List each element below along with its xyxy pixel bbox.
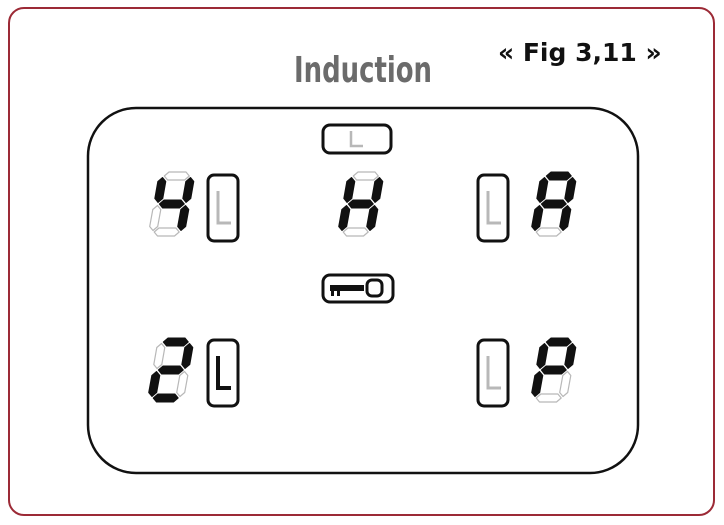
segment-f xyxy=(153,342,166,370)
segment-a xyxy=(545,171,572,181)
segment-e xyxy=(148,371,161,397)
level-box-front-left xyxy=(206,338,240,408)
zone-center xyxy=(338,171,384,237)
zone-front-left xyxy=(148,337,240,408)
segment-g xyxy=(540,365,567,375)
segment-e xyxy=(338,205,351,231)
segment-b xyxy=(182,177,195,203)
segment-a xyxy=(545,337,572,347)
segment-c xyxy=(559,370,572,398)
segment-f xyxy=(343,177,356,203)
segment-a xyxy=(162,337,189,347)
digit-front-left xyxy=(148,337,194,403)
display-outline xyxy=(86,106,640,475)
digit-rear-left xyxy=(149,171,195,237)
digit-rear-right xyxy=(531,171,577,237)
segment-c xyxy=(176,370,189,398)
level-symbol xyxy=(486,191,501,225)
zone-rear-left xyxy=(149,171,240,243)
segment-g xyxy=(158,199,185,209)
segment-f xyxy=(154,177,167,203)
segment-g xyxy=(157,365,184,375)
segment-a xyxy=(352,171,379,181)
segment-e xyxy=(149,204,162,232)
level-box-front-right xyxy=(476,338,510,408)
level-box-rear-left xyxy=(206,173,240,243)
segment-f xyxy=(536,343,549,369)
digit-front-right xyxy=(531,337,577,403)
segment-g xyxy=(347,199,374,209)
segment-c xyxy=(559,205,572,231)
segment-e xyxy=(531,205,544,231)
segment-d xyxy=(342,227,369,237)
segment-c xyxy=(366,205,379,231)
zone-front-right xyxy=(476,337,577,408)
figure-frame xyxy=(8,7,715,516)
top-level-indicator xyxy=(321,123,393,155)
segment-d xyxy=(152,393,179,403)
segment-a xyxy=(163,171,190,181)
top-indicator-symbol xyxy=(349,131,363,148)
segment-g xyxy=(540,199,567,209)
segment-f xyxy=(536,177,549,203)
segment-b xyxy=(564,177,577,203)
panel-title: Induction xyxy=(293,50,432,91)
segment-d xyxy=(535,227,562,237)
level-symbol xyxy=(216,191,231,225)
key-lock-icon xyxy=(321,273,395,304)
zone-rear-right xyxy=(476,171,577,243)
segment-b xyxy=(181,343,194,369)
level-symbol xyxy=(216,356,231,390)
segment-e xyxy=(531,371,544,397)
segment-c xyxy=(177,205,190,231)
segment-b xyxy=(564,343,577,369)
segment-b xyxy=(371,177,384,203)
figure-label: « Fig 3,11 » xyxy=(498,38,662,67)
level-symbol xyxy=(486,356,501,390)
segment-d xyxy=(535,393,562,403)
segment-d xyxy=(153,227,180,237)
digit-center xyxy=(338,171,384,237)
level-box-rear-right xyxy=(476,173,510,243)
